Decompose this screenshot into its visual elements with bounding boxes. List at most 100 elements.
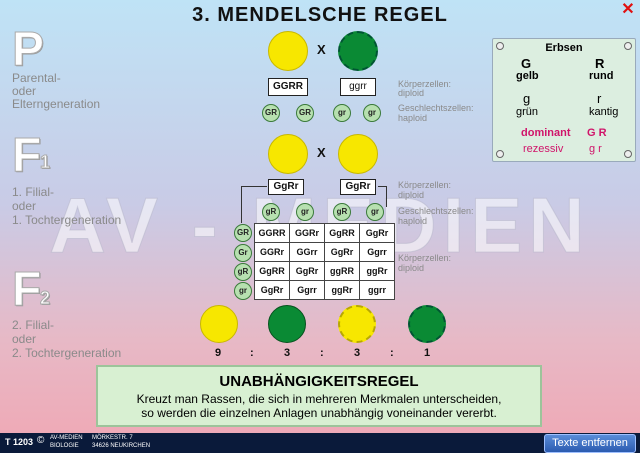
f1-pea-right	[338, 134, 378, 174]
ratio-value-4: 1	[424, 347, 431, 359]
footer-code: T 1203	[5, 437, 34, 447]
punnett-cell: GgRR	[254, 261, 290, 281]
gamete-p-1: GR	[262, 104, 280, 122]
genotype-box-f1-left: GgRr	[268, 179, 304, 195]
p-text-3: Elterngeneration	[12, 97, 101, 111]
label-haploid-1: haploid	[398, 113, 428, 123]
ratio-value-2: 3	[284, 347, 291, 359]
remove-texts-button[interactable]: Texte entfernen	[544, 434, 636, 453]
rule-heading: UNABHÄNGIGKEITSREGEL	[219, 373, 419, 390]
legend-r-upper-text: rund	[589, 70, 614, 82]
punnett-row-gamete-3: gR	[234, 263, 252, 281]
gamete-f1-4: gr	[366, 203, 384, 221]
punnett-cell: Ggrr	[289, 280, 325, 300]
gamete-f1-1: gR	[262, 203, 280, 221]
punnett-cell: GgRr	[289, 261, 325, 281]
pin-icon	[624, 42, 632, 50]
punnett-cell: GgRr	[254, 280, 290, 300]
punnett-cell: ggRR	[324, 261, 360, 281]
punnett-square: GGRR GGRr GgRR GgRr GGRr GGrr GgRr Ggrr …	[254, 223, 395, 300]
f2-pea-green-wrinkled	[408, 305, 446, 343]
ratio-sep-3: :	[390, 347, 394, 359]
gamete-p-4: gr	[363, 104, 381, 122]
punnett-row: GgRR GgRr ggRR ggRr	[254, 261, 395, 281]
label-diploid-1: diploid	[398, 88, 425, 98]
legend-g-upper: G	[521, 56, 532, 71]
rule-line-2: so werden die einzelnen Anlagen unabhäng…	[141, 406, 497, 420]
punnett-cell: GgRR	[324, 223, 360, 243]
parent-pea-yellow-round	[268, 31, 308, 71]
close-icon[interactable]: ✕	[621, 1, 635, 18]
label-diploid-3: diploid	[398, 263, 425, 273]
footer-subject: BIOLOGIE	[50, 443, 79, 449]
legend-g-lower: g	[523, 91, 531, 106]
legend-g-upper-text: gelb	[516, 70, 539, 82]
legend-recessive-label: rezessiv	[523, 143, 564, 155]
punnett-cell: ggRr	[324, 280, 360, 300]
label-koerperzellen-3: Körperzellen:	[398, 253, 452, 263]
punnett-cell: GGRr	[289, 223, 325, 243]
ratio-sep-1: :	[250, 347, 254, 359]
genotype-box-p-left: GGRR	[268, 78, 308, 96]
footer-address-1: MÖRKESTR. 7	[92, 435, 133, 441]
punnett-row-gamete-4: gr	[234, 282, 252, 300]
f1-text-1: 1. Filial-	[12, 185, 55, 199]
legend-dominant-label: dominant	[521, 127, 571, 139]
legend-dominant-genes: G R	[587, 127, 607, 139]
punnett-row: GGRR GGRr GgRR GgRr	[254, 223, 395, 243]
generation-letter-f1: F	[11, 129, 42, 183]
rule-box: UNABHÄNGIGKEITSREGEL Kreuzt man Rassen, …	[96, 365, 542, 427]
gamete-p-2: GR	[296, 104, 314, 122]
footer-address-2: 34626 NEUKIRCHEN	[92, 443, 151, 449]
connector-left	[241, 186, 267, 223]
legend-title: Erbsen	[545, 42, 583, 54]
parent-pea-green-wrinkled	[338, 31, 378, 71]
f2-pea-yellow-round	[200, 305, 238, 343]
pin-icon	[496, 42, 504, 50]
gamete-p-3: gr	[333, 104, 351, 122]
pin-icon	[624, 150, 632, 158]
p-text-2: oder	[12, 84, 37, 98]
label-geschlechtszellen-2: Geschlechtszellen:	[398, 206, 474, 216]
f2-text-2: oder	[12, 332, 37, 346]
copyright-icon: ©	[37, 435, 45, 446]
punnett-cell: GgRr	[324, 242, 360, 262]
generation-letter-f2: F	[11, 263, 42, 317]
f2-pea-yellow-wrinkled	[338, 305, 376, 343]
genotype-box-p-right: ggrr	[340, 78, 376, 96]
rule-line-1: Kreuzt man Rassen, die sich in mehreren …	[136, 392, 502, 406]
punnett-cell: ggrr	[359, 280, 395, 300]
punnett-cell: Ggrr	[359, 242, 395, 262]
punnett-row-gamete-2: Gr	[234, 244, 252, 262]
punnett-cell: ggRr	[359, 261, 395, 281]
label-haploid-2: haploid	[398, 216, 428, 226]
gamete-f1-2: gr	[296, 203, 314, 221]
label-koerperzellen-1: Körperzellen:	[398, 79, 452, 89]
generation-subscript-f2: 2	[39, 288, 51, 309]
footer-bar: T 1203 © AV-MEDIEN BIOLOGIE MÖRKESTR. 7 …	[0, 433, 640, 453]
punnett-cell: GGrr	[289, 242, 325, 262]
legend-recessive-genes: g r	[589, 143, 602, 155]
legend-r-upper: R	[595, 56, 605, 71]
punnett-row: GgRr Ggrr ggRr ggrr	[254, 280, 395, 300]
label-diploid-2: diploid	[398, 190, 425, 200]
f2-text-1: 2. Filial-	[12, 318, 55, 332]
p-cross-symbol: X	[317, 42, 326, 57]
f1-pea-left	[268, 134, 308, 174]
ratio-value-1: 9	[215, 347, 222, 359]
punnett-cell: GgRr	[359, 223, 395, 243]
punnett-cell: GGRr	[254, 242, 290, 262]
page-title: 3. MENDELSCHE REGEL	[192, 4, 448, 26]
punnett-cell: GGRR	[254, 223, 290, 243]
f2-pea-green-round	[268, 305, 306, 343]
f1-text-2: oder	[12, 199, 37, 213]
legend-panel: Erbsen G gelb R rund g grün r kantig dom…	[492, 38, 636, 162]
punnett-row-gamete-1: GR	[234, 224, 252, 242]
punnett-row: GGRr GGrr GgRr Ggrr	[254, 242, 395, 262]
connector-right	[378, 186, 387, 207]
footer-publisher: AV-MEDIEN	[50, 435, 83, 441]
gamete-f1-3: gR	[333, 203, 351, 221]
legend-r-lower: r	[597, 91, 602, 106]
ratio-sep-2: :	[320, 347, 324, 359]
f2-text-3: 2. Tochtergeneration	[12, 346, 122, 360]
